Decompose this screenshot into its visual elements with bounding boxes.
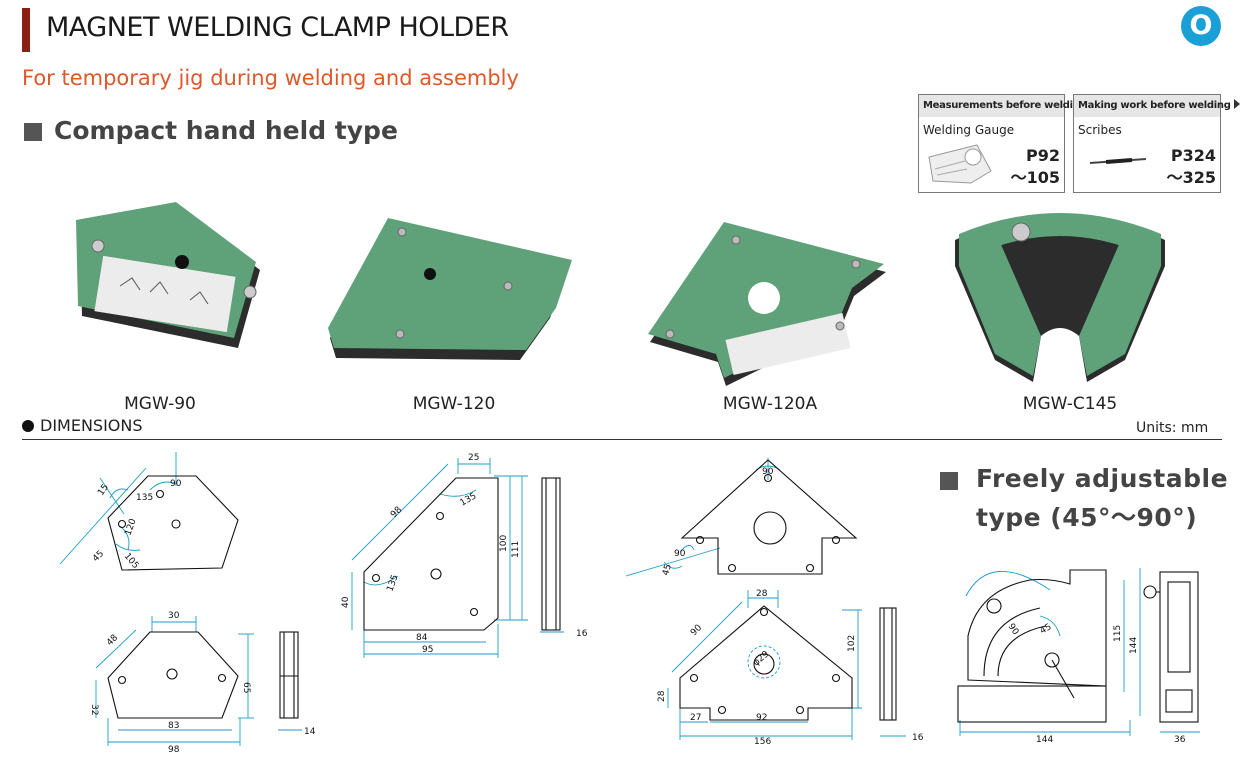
page-title: MAGNET WELDING CLAMP HOLDER bbox=[46, 12, 509, 43]
dim-mgw120-135a: 135 bbox=[459, 491, 479, 508]
dim-mgw90-98: 98 bbox=[168, 745, 180, 755]
dim-mgw90-105: 105 bbox=[122, 552, 141, 572]
dim-c145-45: 45 bbox=[1039, 622, 1054, 636]
reference-item-name: Scribes bbox=[1078, 123, 1122, 137]
dim-mgw90-90: 90 bbox=[170, 479, 182, 489]
dim-mgw120a-phi: φ29 bbox=[752, 649, 772, 668]
reference-box-welding-gauge[interactable]: Measurements before welding Welding Gaug… bbox=[918, 94, 1096, 193]
dimension-lines-cyan bbox=[59, 452, 1200, 746]
section-square-icon bbox=[940, 472, 958, 490]
dim-mgw90-120: 120 bbox=[123, 517, 138, 537]
product-image-mgw-90 bbox=[76, 202, 260, 348]
dim-mgw120a-28-left: 28 bbox=[657, 690, 667, 702]
section-square-icon bbox=[24, 123, 42, 141]
dim-mgw120a-90-top: 90 bbox=[762, 467, 774, 477]
dim-c145-36: 36 bbox=[1174, 735, 1186, 745]
bullet-icon bbox=[22, 420, 34, 432]
welding-gauge-thumbnail bbox=[928, 144, 992, 184]
dim-mgw90-135: 135 bbox=[136, 493, 153, 503]
units-label: Units: mm bbox=[1136, 420, 1209, 436]
dim-mgw120-84: 84 bbox=[416, 633, 428, 643]
dim-mgw90-48: 48 bbox=[105, 633, 120, 648]
dim-mgw90-32: 32 bbox=[89, 704, 99, 715]
section-title-compact: Compact hand held type bbox=[54, 116, 398, 145]
dim-mgw120a-27: 27 bbox=[690, 713, 701, 723]
product-image-mgw-120a bbox=[648, 222, 886, 386]
dim-mgw120a-156: 156 bbox=[754, 737, 771, 747]
category-badge: O bbox=[1181, 6, 1221, 46]
dim-mgw120-100: 100 bbox=[499, 535, 509, 552]
model-label-mgw-120a: MGW-120A bbox=[722, 394, 818, 414]
divider bbox=[22, 439, 1222, 440]
model-label-mgw-120: MGW-120 bbox=[412, 394, 496, 414]
dim-mgw90-45: 45 bbox=[91, 549, 106, 564]
dim-mgw120a-90: 90 bbox=[689, 623, 704, 638]
dim-c145-144-horizontal: 144 bbox=[1036, 735, 1053, 745]
dimension-labels: 15 90 135 120 45 105 30 48 65 32 83 98 1… bbox=[89, 453, 1186, 755]
dim-mgw90-65: 65 bbox=[241, 682, 251, 693]
section-title-adjustable-line2: type (45°～90°) bbox=[976, 503, 1198, 532]
dimension-drawings: 15 90 135 120 45 105 30 48 65 32 83 98 1… bbox=[59, 452, 1200, 755]
dim-mgw120a-90-left: 90 bbox=[674, 549, 686, 559]
reference-item-name: Welding Gauge bbox=[923, 123, 1015, 137]
section-title-adjustable-line1: Freely adjustable bbox=[976, 464, 1229, 493]
dim-c145-115: 115 bbox=[1113, 625, 1123, 642]
reference-page-start: P324 bbox=[1170, 146, 1216, 165]
dim-mgw90-83: 83 bbox=[168, 721, 179, 731]
dim-mgw120-25: 25 bbox=[468, 453, 479, 463]
dim-mgw120-40: 40 bbox=[341, 596, 351, 608]
dim-mgw120-16: 16 bbox=[576, 629, 588, 639]
dim-mgw90-30: 30 bbox=[168, 611, 180, 621]
dim-c145-144-vertical: 144 bbox=[1129, 637, 1139, 654]
reference-heading: Measurements before welding bbox=[919, 95, 1096, 117]
reference-page-end: ～325 bbox=[1166, 168, 1216, 187]
reference-page-start: P92 bbox=[1026, 146, 1060, 165]
scribe-thumbnail bbox=[1089, 158, 1147, 164]
reference-heading: Making work before welding bbox=[1074, 95, 1240, 117]
product-image-mgw-c145 bbox=[955, 213, 1165, 382]
model-label-mgw-c145: MGW-C145 bbox=[1022, 394, 1118, 414]
reference-box-scribes[interactable]: Making work before welding Scribes P324 … bbox=[1073, 94, 1240, 193]
reference-page-end: ～105 bbox=[1010, 168, 1060, 187]
dim-mgw120a-102: 102 bbox=[847, 635, 857, 652]
dim-mgw120-135b: 135 bbox=[385, 573, 400, 593]
product-image-mgw-120 bbox=[328, 218, 572, 360]
arrow-right-icon bbox=[1233, 99, 1240, 109]
dim-mgw90-15: 15 bbox=[96, 483, 111, 498]
dim-mgw120-111: 111 bbox=[511, 541, 521, 558]
dimensions-label: DIMENSIONS bbox=[22, 416, 143, 435]
dim-mgw120a-28-top: 28 bbox=[756, 589, 768, 599]
page-subtitle: For temporary jig during welding and ass… bbox=[22, 66, 519, 90]
dim-c145-90: 90 bbox=[1006, 622, 1021, 637]
model-label-mgw-90: MGW-90 bbox=[124, 394, 196, 414]
drawing-outlines bbox=[107, 459, 1199, 723]
dim-mgw90-14: 14 bbox=[304, 727, 316, 737]
dim-mgw120-95: 95 bbox=[422, 645, 433, 655]
dim-mgw120a-45: 45 bbox=[661, 563, 674, 577]
title-accent-bar bbox=[22, 8, 30, 52]
dim-mgw120a-16: 16 bbox=[912, 733, 924, 743]
dim-mgw120-98: 98 bbox=[389, 505, 404, 520]
dim-mgw120a-92: 92 bbox=[756, 713, 767, 723]
